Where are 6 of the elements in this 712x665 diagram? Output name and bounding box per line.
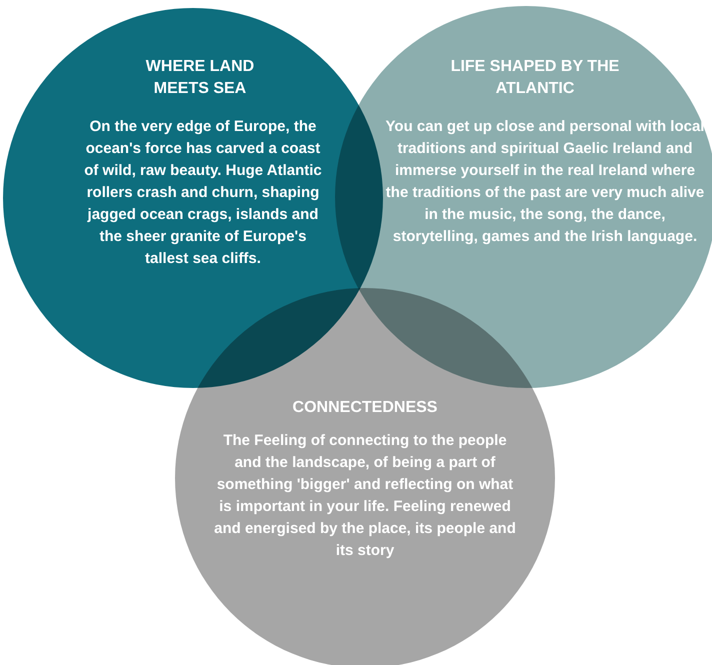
circle-heading: CONNECTEDNESS — [292, 398, 438, 418]
circle-text: On the very edge of Europe, the ocean's force has carved a coast of wild, raw beauty. Huge Atlantic rollers crash and churn, shaping jagged ocean crags, islands and the sheer granite of Europe's tallest sea cliffs. — [83, 117, 323, 269]
circle-text: You can get up close and personal with local traditions and spiritual Gaelic Ireland and immerse yourself in the real Ireland where the traditions of the past are very much alive in the music, the song, the dance, storytelling, games and the Irish language. — [384, 117, 706, 247]
circle-heading: WHERE LAND MEETS SEA — [144, 57, 256, 99]
circle-text: The Feeling of connecting to the people and the landscape, of being a part of something 'bigger' and reflecting on what is important in your life. Feeling renewed and energised by the place, its people and its story — [213, 431, 517, 561]
circle-heading: LIFE SHAPED BY THE ATLANTIC — [450, 57, 620, 99]
